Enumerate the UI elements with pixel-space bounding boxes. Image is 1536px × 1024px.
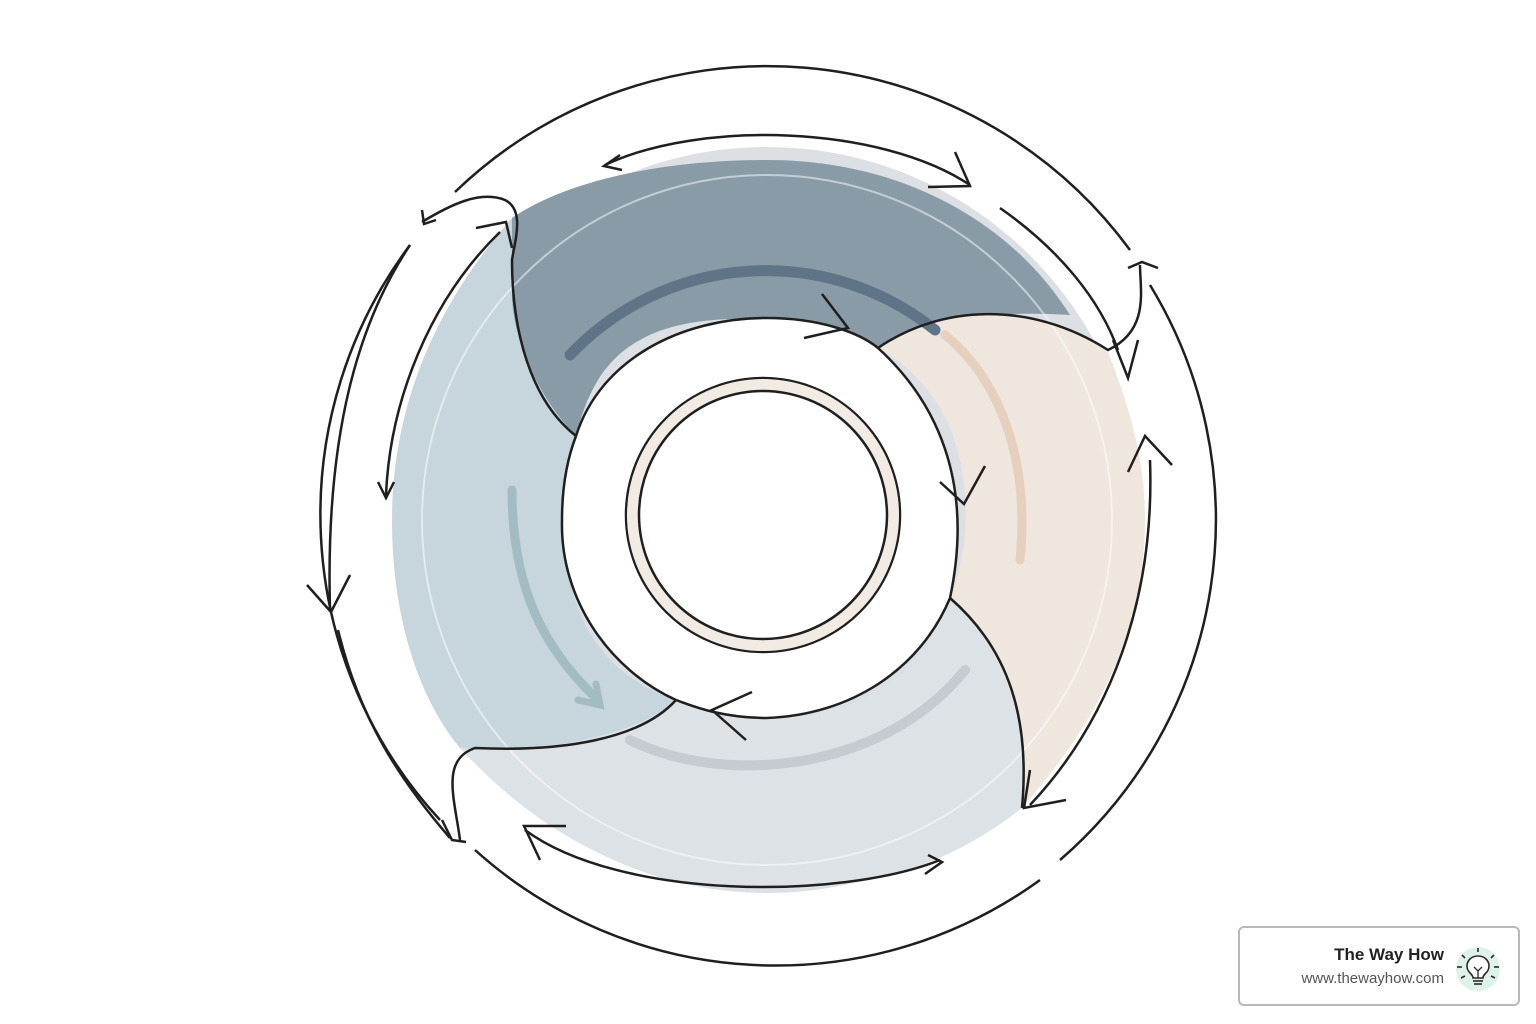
- petal-line-bottom-right: [949, 597, 1025, 809]
- arrow-left-lower: [336, 629, 451, 839]
- petal-line-left-bottom: [451, 699, 677, 841]
- arrow-head-right-top: [1127, 260, 1159, 270]
- brand-badge[interactable]: The Way How www.thewayhow.com: [1238, 926, 1520, 1006]
- inner-ring-inner-edge: [637, 389, 889, 641]
- arrow-head-bottom-right: [924, 853, 945, 876]
- inner-arrow-bottom: [709, 690, 753, 741]
- flow-arc-left-head: [574, 680, 605, 710]
- brand-badge-text: The Way How www.thewayhow.com: [1301, 944, 1444, 990]
- flow-arc-right: [940, 330, 1027, 565]
- guide-circle: [421, 174, 1113, 866]
- arrow-head-right-upper: [1111, 339, 1140, 383]
- lightbulb-icon: [1456, 947, 1500, 991]
- flow-arc-bottom: [625, 665, 970, 771]
- arrow-head-left-inner: [376, 481, 396, 501]
- arrow-head-right-lower-down: [1022, 769, 1067, 810]
- flow-arc-top: [564, 265, 941, 361]
- brand-url: www.thewayhow.com: [1301, 970, 1444, 987]
- arrow-head-top-left: [600, 153, 623, 172]
- brand-name: The Way How: [1334, 945, 1444, 964]
- outer-outline-arc-bottom: [474, 849, 1041, 967]
- flow-arc-left: [507, 485, 603, 705]
- arrow-head-left-lower: [440, 819, 467, 844]
- arrow-head-top-left-corner: [420, 209, 437, 226]
- segment-top: [512, 160, 1070, 436]
- segment-bottom: [460, 598, 1024, 890]
- arrow-left-inner: [384, 231, 501, 496]
- arrow-head-petal-top: [475, 220, 514, 249]
- arrow-left-upper: [328, 244, 412, 611]
- petal-line-top-left: [421, 195, 577, 437]
- inner-arrow-right: [939, 465, 987, 506]
- arrow-right-upper: [999, 206, 1120, 351]
- arrow-right-lower: [1029, 459, 1152, 806]
- arrow-head-top-right: [927, 151, 972, 189]
- outer-outline-arc-top: [454, 64, 1132, 251]
- arrow-bottom-arc: [524, 828, 941, 889]
- inner-arrow-top: [803, 293, 851, 340]
- petal-line-right-top: [877, 264, 1143, 352]
- segment-left: [392, 218, 676, 750]
- arrow-head-right-lower-up: [1126, 433, 1173, 473]
- outer-outline-arc-right: [1059, 284, 1218, 861]
- inner-ring-fill: [627, 379, 899, 651]
- arrow-top-arc: [604, 133, 971, 187]
- arrow-head-bottom-left: [522, 824, 566, 861]
- segment-right: [878, 314, 1145, 808]
- arrow-head-left-upper: [306, 574, 352, 615]
